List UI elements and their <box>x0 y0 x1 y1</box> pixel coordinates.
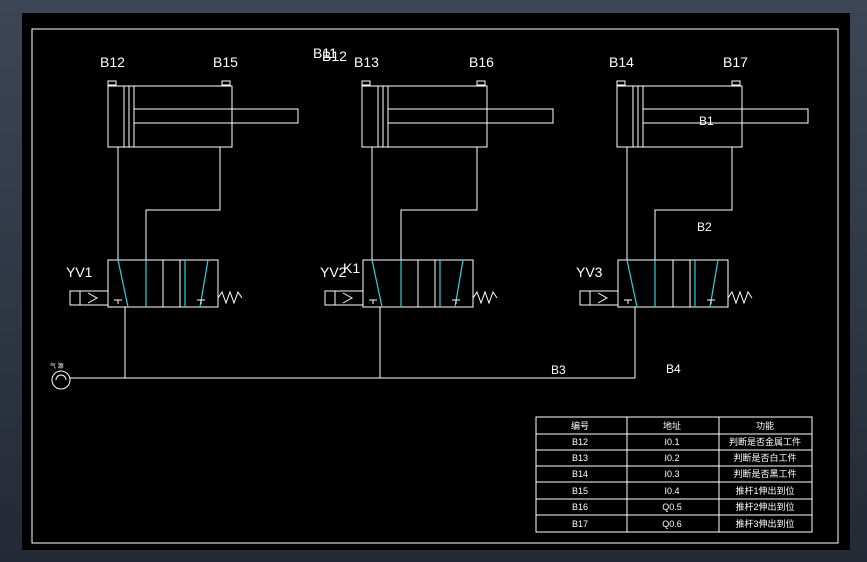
air-supply <box>51 370 635 390</box>
table-cell: B13 <box>572 453 588 463</box>
table-cell: 判断是否黑工件 <box>733 468 796 479</box>
label-b17: B17 <box>723 54 748 70</box>
cylinder-2 <box>361 80 554 260</box>
label-b16: B16 <box>469 54 494 70</box>
table-cell: I0.1 <box>664 437 679 447</box>
label-b14: B14 <box>609 54 634 70</box>
table-cell: 推杆3伸出到位 <box>735 518 794 529</box>
table-cell: 推杆2伸出到位 <box>735 501 794 512</box>
table-cell: I0.2 <box>664 453 679 463</box>
table-header-function: 功能 <box>756 420 774 431</box>
sensor-b15-marker <box>221 80 231 86</box>
valve-yv1 <box>69 259 243 378</box>
label-yv3: YV3 <box>576 264 603 280</box>
sensor-b17-marker <box>731 80 741 86</box>
io-table-frame <box>535 416 813 533</box>
cylinder-3 <box>616 80 809 260</box>
valve-2-spring <box>472 290 498 305</box>
valve-1-spring <box>217 290 243 305</box>
table-cell: Q0.6 <box>662 519 682 529</box>
table-cell: 判断是否金属工件 <box>729 436 801 447</box>
label-b1: B1 <box>699 114 714 128</box>
table-cell: I0.4 <box>664 486 679 496</box>
table-header-address: 地址 <box>663 420 681 431</box>
label-b2: B2 <box>697 220 712 234</box>
io-table: 编号 地址 功能 B12 I0.1 判断是否金属工件 B13 I0.2 判断是否… <box>535 416 813 533</box>
table-header-id: 编号 <box>571 420 589 431</box>
table-cell: B15 <box>572 486 588 496</box>
cylinder-2-body <box>361 85 488 148</box>
label-b15: B15 <box>213 54 238 70</box>
sensor-b12-marker <box>107 80 117 86</box>
cylinder-1 <box>107 80 299 260</box>
sensor-b13-marker <box>361 80 371 86</box>
component-labels: B12 B15 B13 B16 B14 B17 B11 B12 B1 B2 B3… <box>50 45 748 377</box>
table-cell: B12 <box>572 437 588 447</box>
valve-3-spring <box>727 290 753 305</box>
sensor-b14-marker <box>616 80 626 86</box>
cylinder-3-rod <box>642 108 809 124</box>
label-overlap-b: B12 <box>322 48 347 64</box>
table-cell: I0.3 <box>664 469 679 479</box>
label-yv1: YV1 <box>66 264 93 280</box>
valve-yv3 <box>579 259 753 378</box>
label-b13: B13 <box>354 54 379 70</box>
air-source-symbol <box>51 370 71 390</box>
label-b3: B3 <box>551 363 566 377</box>
valve-yv2 <box>324 259 498 378</box>
drawing-area <box>22 13 850 550</box>
label-k1: K1 <box>343 260 360 276</box>
table-cell: B14 <box>572 469 588 479</box>
cylinder-1-body <box>107 85 233 148</box>
label-b12: B12 <box>100 54 125 70</box>
cylinder-1-rod <box>133 108 299 124</box>
drawing-border <box>31 28 839 544</box>
table-cell: 推杆1伸出到位 <box>735 485 794 496</box>
label-yv2: YV2 <box>320 264 347 280</box>
cylinder-3-body <box>616 85 743 148</box>
sensor-b16-marker <box>476 80 486 86</box>
table-cell: B16 <box>572 502 588 512</box>
label-overlap-a: B11 <box>313 45 337 61</box>
label-air-source: 气 源 <box>50 362 64 370</box>
table-cell: B17 <box>572 519 588 529</box>
table-cell: Q0.5 <box>662 502 682 512</box>
label-b4: B4 <box>666 362 681 376</box>
cylinder-2-rod <box>387 108 554 124</box>
table-cell: 判断是否白工件 <box>733 452 796 463</box>
